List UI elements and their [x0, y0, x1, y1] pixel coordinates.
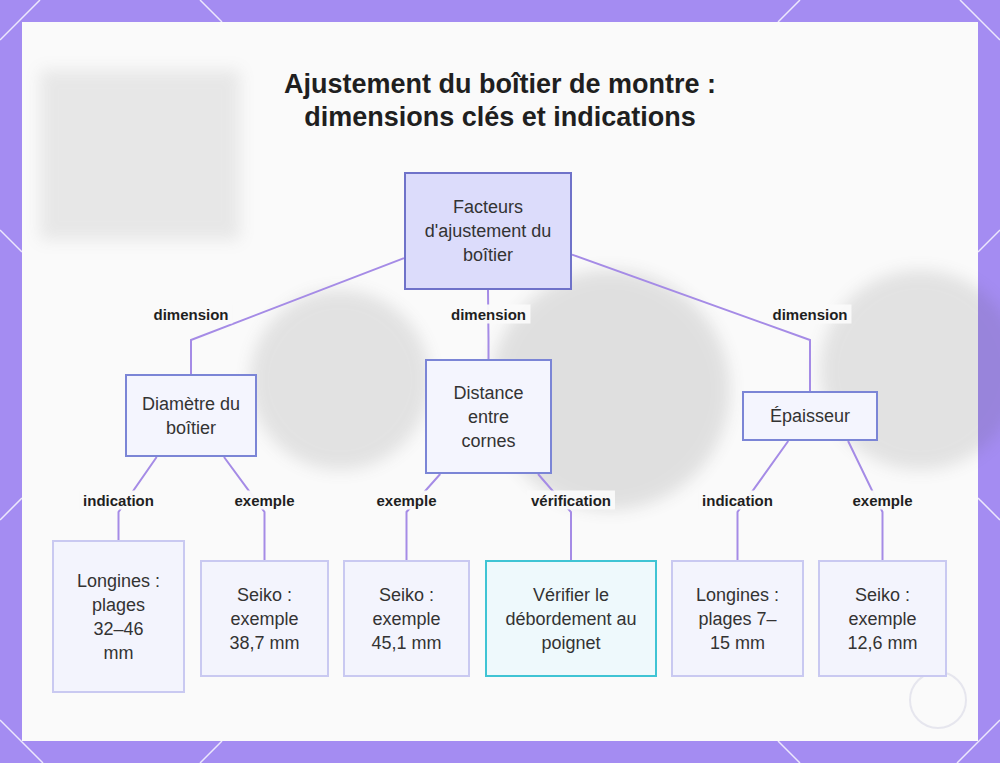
diagram-title: Ajustement du boîtier de montre : dimens…	[230, 68, 770, 134]
corner-line	[200, 741, 222, 763]
edge-label: exemple	[372, 491, 440, 510]
node-label: Vérifier le débordement au poignet	[501, 583, 641, 655]
corner-line	[978, 230, 1000, 252]
root-box: Facteurs d'ajustement du boîtier	[404, 172, 572, 290]
node-label: Longines : plages 7–15 mm	[695, 583, 780, 655]
edge-label: exemple	[230, 491, 298, 510]
check-box: Vérifier le débordement au poignet	[485, 560, 657, 677]
indication-box: Longines : plages 32–46 mm	[52, 540, 185, 693]
example-box: Seiko : exemple 38,7 mm	[200, 560, 329, 677]
edge-label: exemple	[848, 491, 916, 510]
edge-label: indication	[698, 491, 777, 510]
dimension-box: Diamètre du boîtier	[125, 374, 257, 457]
node-label: Longines : plages 32–46 mm	[76, 569, 161, 665]
corner-line	[778, 0, 800, 22]
example-box: Seiko : exemple 45,1 mm	[343, 560, 470, 677]
node-label: Seiko : exemple 38,7 mm	[224, 583, 305, 655]
dimension-box: Épaisseur	[742, 391, 878, 441]
node-label: Diamètre du boîtier	[141, 392, 241, 440]
example-box: Seiko : exemple 12,6 mm	[818, 560, 947, 677]
text-blur	[40, 70, 240, 240]
title-block: Ajustement du boîtier de montre : dimens…	[230, 68, 770, 134]
edge-label: dimension	[447, 305, 530, 324]
corner-line	[978, 498, 1000, 520]
corner-line	[778, 741, 800, 763]
tree-connector	[538, 474, 571, 560]
edge-label: dimension	[768, 305, 851, 324]
corner-line	[200, 0, 222, 22]
node-label: Distance entre cornes	[441, 381, 536, 453]
edge-label: dimension	[149, 305, 232, 324]
tree-connector	[487, 290, 490, 359]
watch-blur	[250, 290, 430, 470]
node-label: Épaisseur	[770, 404, 850, 428]
node-label: Facteurs d'ajustement du boîtier	[420, 195, 556, 267]
edge-label: indication	[79, 491, 158, 510]
corner-line	[0, 230, 22, 252]
corner-line	[0, 498, 22, 520]
logo-mark	[910, 672, 966, 728]
indication-box: Longines : plages 7–15 mm	[671, 560, 804, 677]
node-label: Seiko : exemple 45,1 mm	[367, 583, 446, 655]
node-label: Seiko : exemple 12,6 mm	[842, 583, 923, 655]
tree-connector	[407, 474, 441, 560]
blurred-watches	[40, 70, 1000, 510]
edge-label: vérification	[527, 491, 615, 510]
dimension-box: Distance entre cornes	[425, 359, 552, 474]
